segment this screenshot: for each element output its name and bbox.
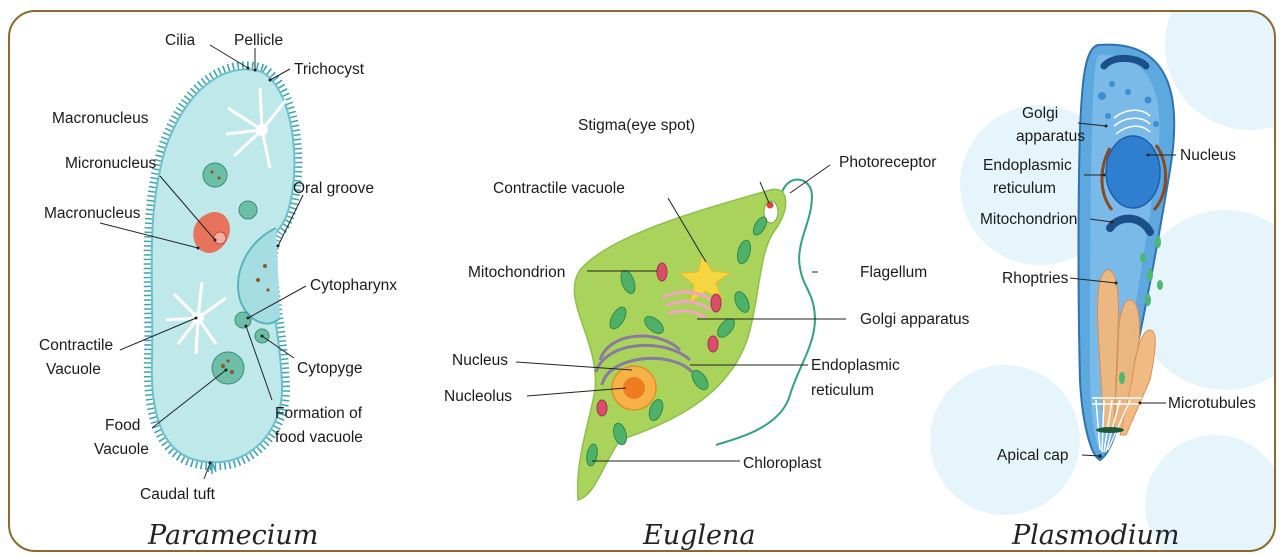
label-plasmodium-golgi-line1: Golgi — [1022, 105, 1058, 122]
label-cytopyge: Cytopyge — [297, 360, 362, 377]
label-euglena-mitochondrion: Mitochondrion — [468, 264, 565, 281]
label-food-line1: Food — [105, 417, 140, 434]
label-apical-cap: Apical cap — [997, 447, 1069, 464]
label-nucleolus: Nucleolus — [444, 388, 512, 405]
label-trichocyst: Trichocyst — [294, 61, 365, 78]
label-plasmodium-er-line1: Endoplasmic — [983, 157, 1072, 174]
label-micronucleus: Micronucleus — [65, 155, 157, 172]
label-euglena-er-line1: Endoplasmic — [811, 357, 900, 374]
label-formation-line1: Formation of — [275, 405, 363, 422]
label-contractile-line1: Contractile — [39, 337, 113, 354]
label-macronucleus: Macronucleus — [44, 205, 141, 222]
label-photoreceptor: Photoreceptor — [839, 154, 936, 171]
label-oral-groove: Oral groove — [293, 180, 374, 197]
label-contractile-vacuole: Contractile vacuole — [493, 180, 625, 197]
label-cilia: Cilia — [165, 32, 196, 49]
label-plasmodium-mitochondrion: Mitochondrion — [980, 211, 1077, 228]
label-cytopharynx: Cytopharynx — [310, 277, 397, 294]
label-euglena-golgi: Golgi apparatus — [860, 311, 970, 328]
label-microtubules: Microtubules — [1168, 395, 1256, 412]
title-euglena: Euglena — [642, 520, 755, 551]
label-formation-line2: food vacuole — [275, 429, 363, 446]
label-stigma: Stigma(eye spot) — [578, 117, 695, 134]
label-contractile-line2: Vacuole — [46, 361, 101, 378]
label-chloroplast: Chloroplast — [743, 455, 822, 472]
label-food-line2: Vacuole — [94, 441, 149, 458]
paramecium-illustration — [152, 69, 295, 474]
label-euglena-er-line2: reticulum — [811, 382, 874, 399]
label-macronucleus-top: Macronucleus — [52, 110, 149, 127]
label-plasmodium-er-line2: reticulum — [993, 180, 1056, 197]
title-paramecium: Paramecium — [147, 520, 318, 551]
label-flagellum: Flagellum — [860, 264, 927, 281]
euglena-illustration — [574, 180, 815, 500]
label-caudal-tuft: Caudal tuft — [140, 486, 216, 503]
label-plasmodium-nucleus: Nucleus — [1180, 147, 1236, 164]
label-plasmodium-golgi-line2: apparatus — [1016, 128, 1085, 145]
label-pellicle: Pellicle — [234, 32, 283, 49]
label-euglena-nucleus: Nucleus — [452, 352, 508, 369]
title-plasmodium: Plasmodium — [1011, 520, 1180, 551]
label-rhoptries: Rhoptries — [1002, 270, 1069, 287]
